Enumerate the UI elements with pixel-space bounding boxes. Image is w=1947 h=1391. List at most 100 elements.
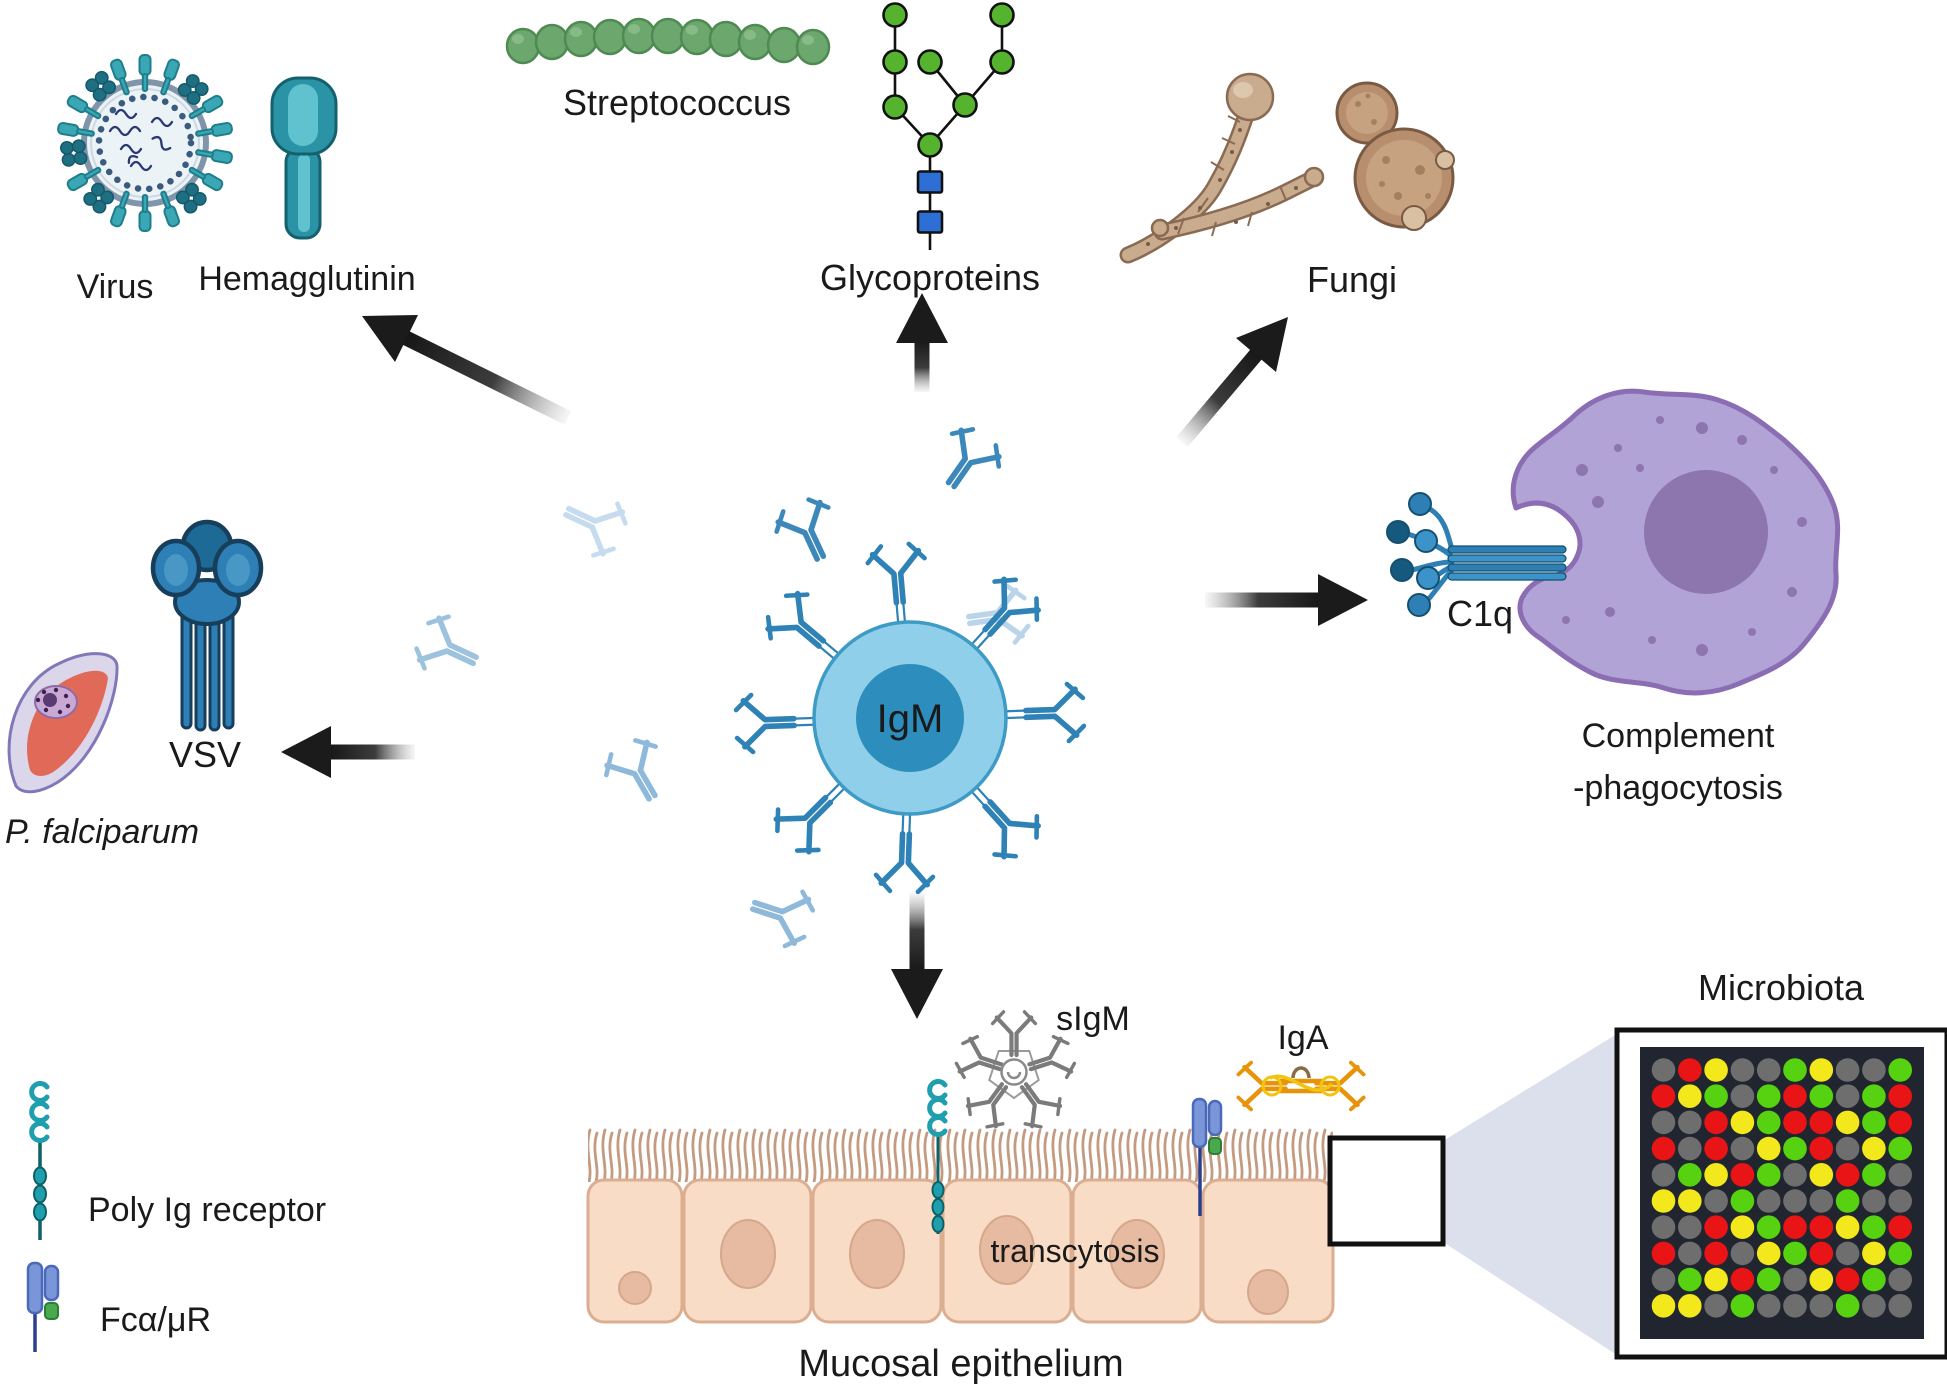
- legend-poly-ig-receptor: Poly Ig receptor: [29, 1081, 326, 1240]
- microbiota-dot: [1678, 1110, 1702, 1135]
- p-falciparum-icon: [7, 652, 119, 794]
- microbiota-dot: [1809, 1215, 1834, 1239]
- vsv-icon: [150, 519, 264, 732]
- magnifier-box: [1327, 1135, 1446, 1247]
- microbiota-dot: [1888, 1163, 1912, 1187]
- microbiota-dot: [1783, 1084, 1807, 1108]
- microbiota-dot: [1888, 1084, 1912, 1108]
- complement-label-line2: -phagocytosis: [1573, 769, 1783, 807]
- microbiota-dot: [1704, 1189, 1728, 1213]
- microbiota-dot: [1730, 1058, 1755, 1082]
- microbiota-dot: [1862, 1110, 1886, 1135]
- microbiota-grid: [1651, 1058, 1912, 1318]
- microbiota-dot: [1862, 1241, 1886, 1266]
- virus-icon: [56, 54, 234, 232]
- fca-mu-receptor-on-cell: [1191, 1097, 1223, 1216]
- p-falciparum-label: P. falciparum: [5, 813, 199, 851]
- microbiota-dot: [1704, 1163, 1728, 1187]
- microbiota-dot: [1783, 1058, 1807, 1082]
- complement-phagocytosis-group: [1386, 388, 1841, 696]
- cell-nuclei: [618, 1215, 1289, 1315]
- microbiota-dot: [1704, 1294, 1728, 1318]
- microbiota-dot: [1730, 1136, 1755, 1161]
- antibody-icon: [770, 493, 846, 569]
- microbiota-dot: [1730, 1241, 1755, 1266]
- yeast-cells: [1335, 81, 1455, 231]
- poly-ig-receptor-on-cell: [927, 1079, 948, 1234]
- microbiota-dot: [1809, 1267, 1834, 1292]
- arrow-to-fungi-icon: [1176, 317, 1288, 447]
- microbiota-dot: [1704, 1084, 1728, 1108]
- microbiota-panel: [1614, 1027, 1947, 1360]
- microbiota-dot: [1651, 1084, 1676, 1108]
- microbiota-dot: [1783, 1189, 1807, 1213]
- microbiota-dot: [1678, 1136, 1702, 1161]
- microbiota-dot: [1888, 1294, 1912, 1318]
- fca-mu-r-label: Fcα/μR: [100, 1301, 211, 1339]
- microbiota-dot: [1809, 1110, 1834, 1135]
- arrow-to-epithelium-icon: [891, 893, 943, 1019]
- secretory-component: [1291, 1066, 1311, 1079]
- microbiota-dot: [1730, 1084, 1755, 1108]
- iga-label: IgA: [1277, 1019, 1328, 1057]
- microbiota-dot: [1678, 1163, 1702, 1187]
- hemagglutinin-icon: [270, 76, 338, 240]
- fungi-icon: [1119, 72, 1455, 264]
- microbiota-dot: [1835, 1163, 1860, 1187]
- sigm-label: sIgM: [1056, 1000, 1130, 1038]
- microbiota-dot: [1862, 1136, 1886, 1161]
- microbiota-dot: [1756, 1189, 1781, 1213]
- microbiota-dot: [1651, 1241, 1676, 1266]
- microbiota-dot: [1809, 1084, 1834, 1108]
- microbiota-dot: [1651, 1136, 1676, 1161]
- microbiota-dot: [1888, 1189, 1912, 1213]
- microbiota-dot: [1756, 1084, 1781, 1108]
- poly-ig-receptor-label: Poly Ig receptor: [88, 1191, 326, 1229]
- microbiota-dot: [1809, 1241, 1834, 1266]
- microbiota-dot: [1651, 1215, 1676, 1239]
- iga-dimer-icon: [1238, 1063, 1363, 1110]
- microbiota-dot: [1862, 1084, 1886, 1108]
- microbiota-dot: [1730, 1110, 1755, 1135]
- microbiota-dot: [1730, 1267, 1755, 1292]
- capsid-dot-ring: [95, 93, 195, 193]
- microbiota-dot: [1783, 1163, 1807, 1187]
- microbiota-dot: [1888, 1110, 1912, 1135]
- microbiota-dot: [1783, 1215, 1807, 1239]
- microbiota-dot: [1704, 1215, 1728, 1239]
- microbiota-dot: [1756, 1215, 1781, 1239]
- igm-label: IgM: [877, 697, 944, 741]
- macrophage-nucleus: [1644, 470, 1768, 594]
- microbiota-dot: [1730, 1215, 1755, 1239]
- microbiota-dot: [1783, 1294, 1807, 1318]
- brush-border-cilia: [588, 1126, 1333, 1182]
- microbiota-dot: [1678, 1189, 1702, 1213]
- microbiota-dot: [1756, 1241, 1781, 1266]
- microbiota-dot: [1704, 1136, 1728, 1161]
- arrow-to-vsv-icon: [281, 726, 415, 778]
- microbiota-dot: [1678, 1294, 1702, 1318]
- glycoprotein-icon: [882, 2, 1015, 250]
- hemagglutinin-label: Hemagglutinin: [198, 260, 415, 298]
- microbiota-dot: [1862, 1294, 1886, 1318]
- microbiota-dot: [1835, 1084, 1860, 1108]
- transcytosis-label: transcytosis: [991, 1233, 1160, 1269]
- arrow-to-c1q-icon: [1205, 574, 1368, 626]
- microbiota-dot: [1862, 1058, 1886, 1082]
- microbiota-dot: [1888, 1215, 1912, 1239]
- cytoplasm-granules: [1562, 416, 1807, 656]
- microbiota-dot: [1888, 1058, 1912, 1082]
- microbiota-dot: [1651, 1058, 1676, 1082]
- microbiota-dot: [1862, 1215, 1886, 1239]
- microbiota-dot: [1809, 1058, 1834, 1082]
- microbiota-dot: [1835, 1189, 1860, 1213]
- microbiota-dot: [1756, 1058, 1781, 1082]
- microbiota-dot: [1756, 1110, 1781, 1135]
- vsv-label: VSV: [169, 734, 241, 775]
- microbiota-dot: [1835, 1241, 1860, 1266]
- legend-fca-mu-receptor: Fcα/μR: [26, 1261, 211, 1352]
- complement-label-line1: Complement: [1582, 717, 1775, 755]
- microbiota-dot: [1756, 1163, 1781, 1187]
- microbiota-dot: [1651, 1110, 1676, 1135]
